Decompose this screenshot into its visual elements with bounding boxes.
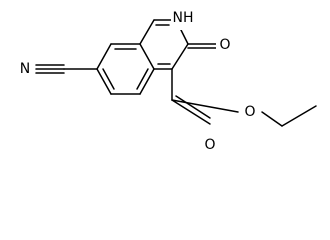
- ketone-o-bg: [216, 35, 234, 55]
- ester-o-bg: [239, 102, 261, 122]
- bond-ring-b-4: [171, 43, 189, 70]
- bond-ring-a-3: [139, 68, 155, 95]
- carbonyl-oxygen-label: O: [204, 137, 215, 153]
- nitrile-nitrogen-label: N: [20, 61, 30, 77]
- ring-nh-label: NH: [173, 10, 194, 26]
- atom-labels: N NH O O O: [16, 8, 261, 154]
- bond-ester-carbonyl-1: [171, 99, 211, 125]
- chemical-structure-diagram: N NH O O O: [16, 8, 317, 154]
- ring-nh-bg: [171, 8, 197, 30]
- ester-oxygen-label: O: [244, 104, 255, 120]
- bond-ring-a-double-2: [136, 68, 149, 90]
- bond-ring-a-double-3: [102, 68, 115, 90]
- bond-ethyl-1: [261, 111, 283, 127]
- bond-ring-a-5: [96, 68, 112, 95]
- bond-layer: [35, 19, 317, 127]
- bond-ring-b-3: [179, 27, 189, 45]
- bond-ring-a-6: [96, 43, 112, 70]
- bond-ethyl-2: [281, 105, 317, 127]
- bond-ester-carbonyl-2: [175, 95, 211, 119]
- bond-ring-a-2: [139, 43, 155, 70]
- ketone-oxygen-label: O: [219, 37, 230, 53]
- bond-ring-b-1: [139, 19, 155, 45]
- bond-ester-single-o: [171, 99, 239, 113]
- carbonyl-o-bg: [201, 136, 219, 154]
- nitrile-n-bg: [16, 59, 34, 79]
